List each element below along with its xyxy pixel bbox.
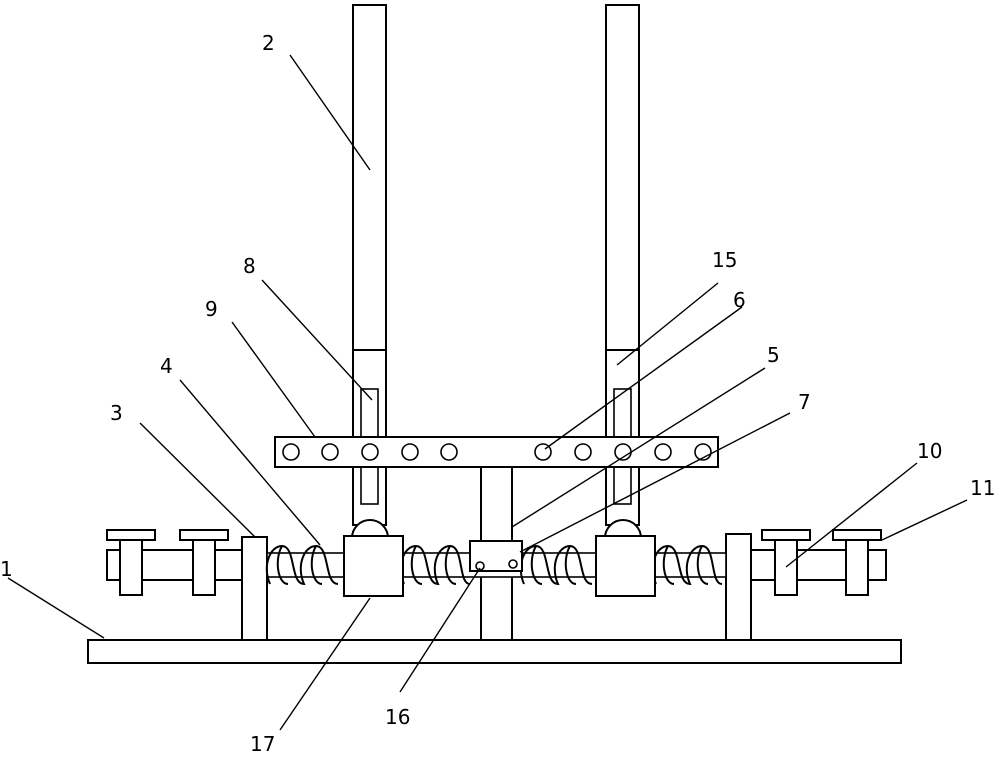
label-10: 10 [917, 439, 942, 463]
label-11: 11 [970, 476, 995, 500]
left-arm-upper [352, 4, 387, 351]
crossbar-holes [282, 443, 712, 461]
base-plate [87, 639, 902, 664]
left-handwheel-outer [106, 529, 156, 596]
left-slider [343, 535, 404, 597]
label-8: 8 [243, 254, 256, 278]
crossbar [274, 436, 719, 468]
right-arm-upper [605, 4, 640, 351]
center-right-spring [519, 544, 593, 586]
right-support-post [725, 533, 752, 641]
label-15: 15 [712, 248, 737, 272]
label-17: 17 [250, 732, 275, 756]
right-spring [651, 544, 723, 586]
left-support-post [241, 536, 268, 641]
left-spring [265, 544, 339, 586]
center-left-spring [399, 544, 471, 586]
center-nut-hole-right [508, 559, 518, 569]
right-handwheel-outer [832, 529, 882, 596]
label-6: 6 [733, 288, 746, 312]
label-7: 7 [798, 390, 811, 414]
leader-lines [7, 54, 968, 731]
right-ball-joint [603, 519, 643, 539]
label-4: 4 [160, 354, 173, 378]
label-1: 1 [0, 557, 13, 581]
left-ball-joint [350, 519, 390, 539]
label-16: 16 [385, 705, 410, 729]
label-5: 5 [767, 343, 780, 367]
right-slider [595, 535, 656, 597]
center-nut-hole-left [475, 561, 485, 571]
label-9: 9 [205, 297, 218, 321]
left-handwheel-inner [179, 529, 229, 596]
label-3: 3 [110, 401, 123, 425]
right-handwheel-inner [761, 529, 811, 596]
label-2: 2 [262, 31, 275, 55]
